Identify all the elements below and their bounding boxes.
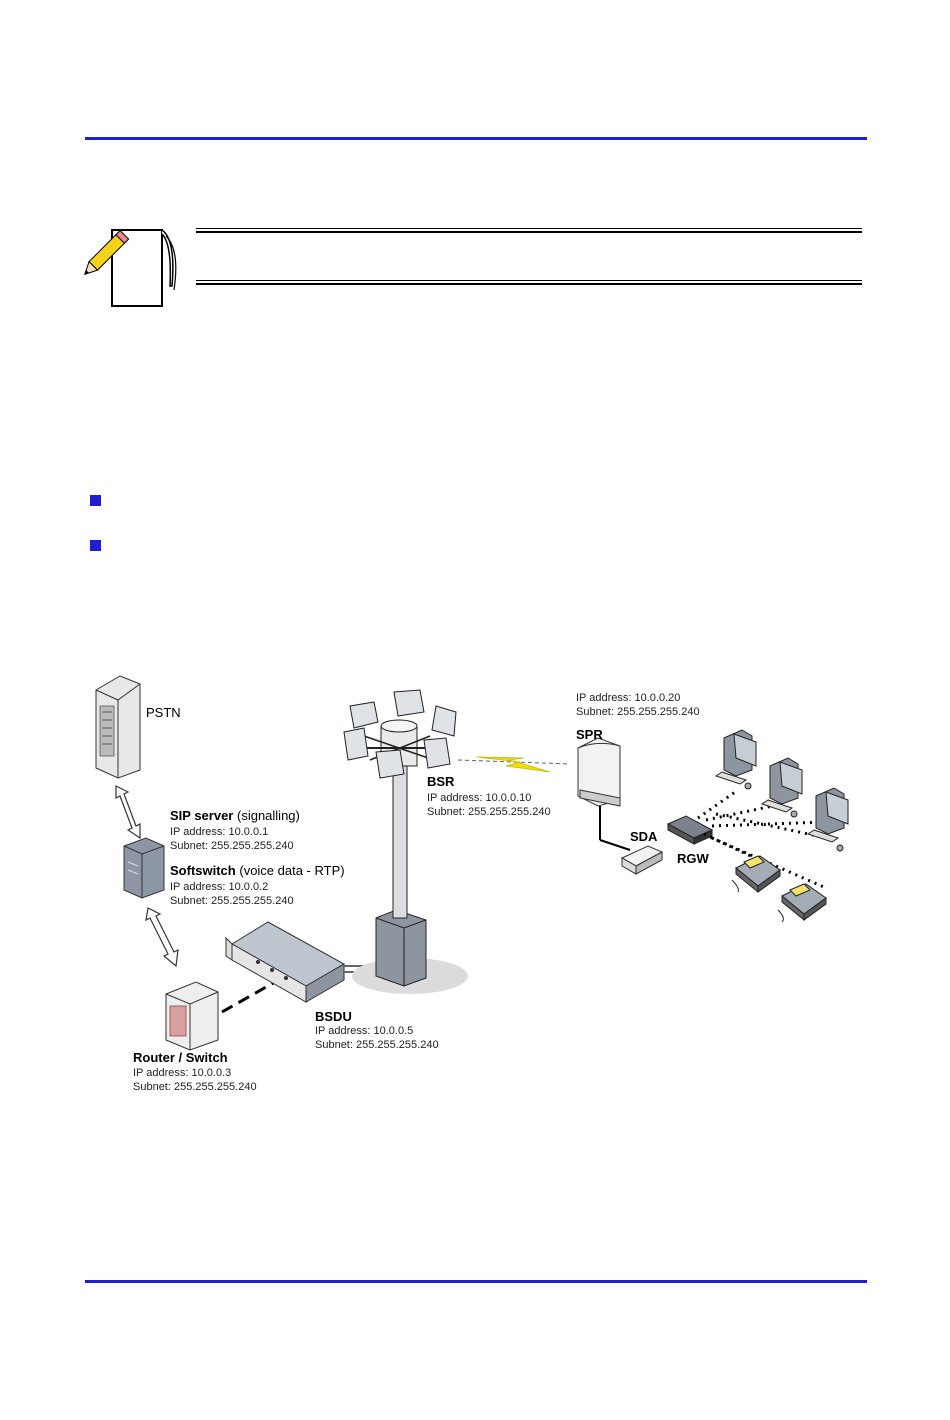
bsr-ip: IP address: 10.0.0.10 xyxy=(427,792,532,804)
computer-icon xyxy=(806,787,849,852)
softswitch-name: Softswitch xyxy=(170,863,236,878)
sip-server-label: SIP server (signalling) xyxy=(170,808,300,823)
antenna-icon xyxy=(343,689,457,779)
bsdu-subnet: Subnet: 255.255.255.240 xyxy=(315,1039,439,1051)
server-icon xyxy=(123,837,165,899)
tower-icon xyxy=(352,719,468,994)
sda-name: SDA xyxy=(630,829,658,844)
softswitch-ip: IP address: 10.0.0.2 xyxy=(170,881,269,893)
bsr-name: BSR xyxy=(427,774,455,789)
rgw-icon xyxy=(666,815,714,845)
bsdu-name: BSDU xyxy=(315,1009,352,1024)
pencil-note-icon xyxy=(84,229,177,307)
bsr-subnet: Subnet: 255.255.255.240 xyxy=(427,806,551,818)
bsdu-ip: IP address: 10.0.0.5 xyxy=(315,1025,414,1037)
note-top-rule xyxy=(196,228,862,233)
rgw-name: RGW xyxy=(677,851,709,866)
router-ip: IP address: 10.0.0.3 xyxy=(133,1067,232,1079)
sip-server-subnet: Subnet: 255.255.255.240 xyxy=(170,840,294,852)
pstn-label: PSTN xyxy=(146,705,181,720)
phone-icon xyxy=(777,883,827,923)
softswitch-label: Softswitch (voice data - RTP) xyxy=(170,863,345,878)
router-name: Router / Switch xyxy=(133,1050,228,1065)
bullet-marker xyxy=(90,495,101,506)
sip-server-ip: IP address: 10.0.0.1 xyxy=(170,826,269,838)
spr-name: SPR xyxy=(576,727,603,742)
wireless-link xyxy=(457,756,571,773)
computer-icon xyxy=(760,757,803,818)
spr-ip: IP address: 10.0.0.20 xyxy=(576,692,681,704)
router-icon xyxy=(165,981,219,1051)
computer-icon xyxy=(714,729,757,790)
sip-server-name: SIP server xyxy=(170,808,234,823)
softswitch-role: (voice data - RTP) xyxy=(239,863,345,878)
rack-icon xyxy=(95,675,141,779)
sda-icon xyxy=(620,845,664,875)
softswitch-subnet: Subnet: 255.255.255.240 xyxy=(170,895,294,907)
bsdu-icon xyxy=(225,921,382,1003)
note-bottom-rule xyxy=(196,280,862,285)
link-arrow xyxy=(115,785,179,968)
spr-icon xyxy=(577,737,631,851)
footer-rule xyxy=(85,1280,867,1283)
sip-server-role: (signalling) xyxy=(237,808,300,823)
header-rule xyxy=(85,137,867,140)
spr-subnet: Subnet: 255.255.255.240 xyxy=(576,706,700,718)
router-subnet: Subnet: 255.255.255.240 xyxy=(133,1081,257,1093)
bullet-marker xyxy=(90,540,101,551)
phone-icon xyxy=(731,855,781,894)
